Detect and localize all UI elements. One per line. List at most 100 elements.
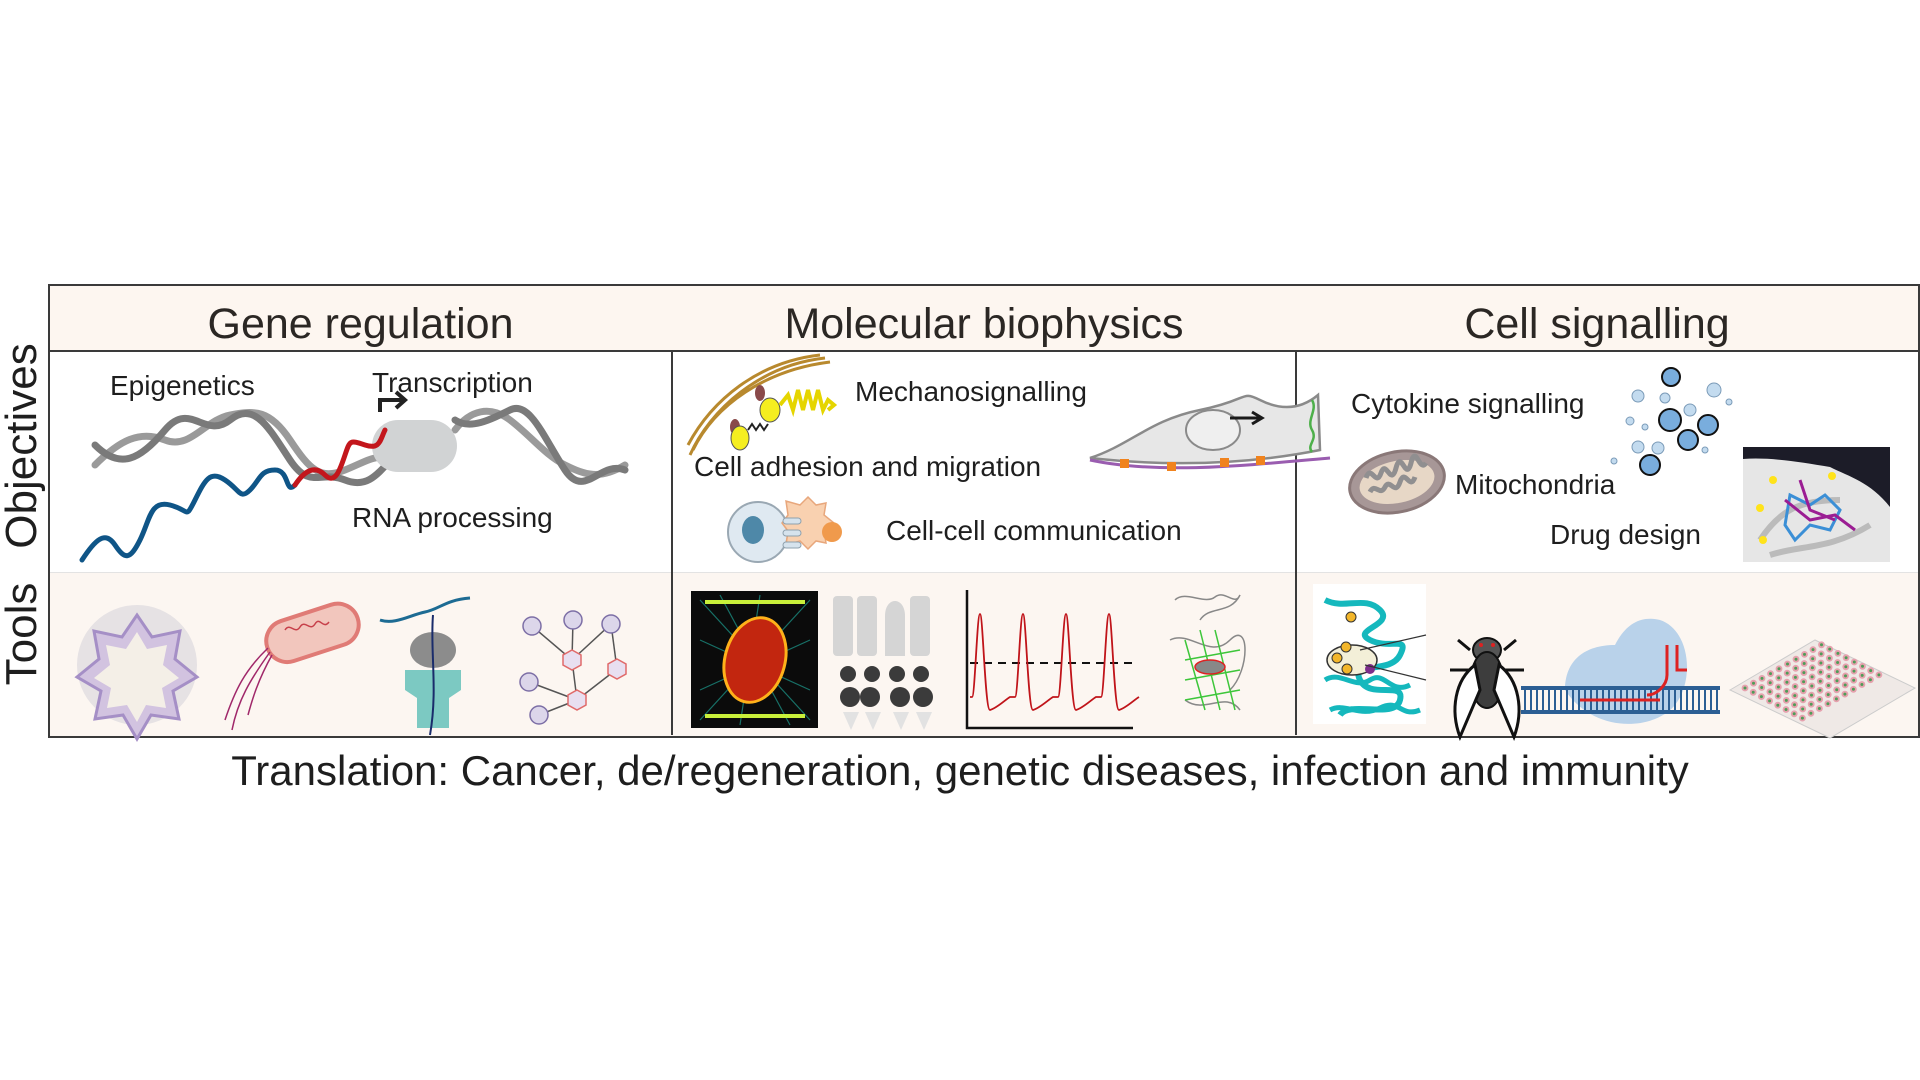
- rna-polymerase-icon: [372, 420, 457, 472]
- well-sample: [1844, 665, 1848, 669]
- drug-binding-structure-icon: [1743, 447, 1890, 562]
- well-sample: [1768, 699, 1772, 703]
- organoid-icon: [74, 605, 200, 742]
- well-sample: [1844, 674, 1847, 678]
- well-sample: [1827, 656, 1831, 660]
- well-sample: [1852, 660, 1856, 664]
- well-sample: [1802, 680, 1806, 684]
- objective-cytokine-signalling: Cytokine signalling: [1351, 388, 1585, 419]
- column-divider-2: [1295, 351, 1297, 735]
- well-sample: [1752, 681, 1755, 685]
- objective-cell-adhesion-migration: Cell adhesion and migration: [694, 451, 1042, 482]
- well-sample: [1784, 708, 1788, 711]
- bacterium-icon: [224, 601, 361, 731]
- column-title-molecular-biophysics: Molecular biophysics: [784, 300, 1184, 348]
- rna-strand-blue-icon: [79, 467, 298, 563]
- well-sample: [1785, 671, 1789, 675]
- diagram-frame: [48, 284, 1920, 738]
- well-sample: [1811, 657, 1815, 661]
- well-sample: [1785, 680, 1789, 684]
- well-sample: [1801, 698, 1805, 702]
- well-sample: [1834, 697, 1838, 701]
- column-title-cell-signalling: Cell signalling: [1464, 300, 1730, 348]
- well-sample: [1835, 679, 1839, 683]
- well-sample: [1777, 667, 1781, 671]
- well-sample: [1844, 656, 1848, 660]
- well-sample: [1861, 664, 1864, 668]
- well-sample: [1852, 669, 1856, 673]
- mitochondrion-icon: [1348, 449, 1446, 515]
- well-sample: [1828, 647, 1832, 651]
- header-band: [48, 284, 1918, 352]
- well-sample: [1810, 684, 1814, 688]
- objective-mechanosignalling: Mechanosignalling: [855, 376, 1087, 407]
- well-sample: [1826, 693, 1830, 697]
- well-sample: [1760, 686, 1764, 689]
- well-sample: [1877, 673, 1881, 677]
- well-sample: [1843, 683, 1847, 687]
- well-sample: [1794, 657, 1798, 661]
- migrating-cell-icon: [1089, 392, 1331, 471]
- well-sample: [1835, 688, 1839, 692]
- well-sample: [1851, 687, 1855, 691]
- well-sample: [1819, 652, 1823, 656]
- well-sample: [1826, 702, 1830, 706]
- well-sample: [1777, 676, 1781, 680]
- well-sample: [1776, 685, 1780, 689]
- well-sample: [1818, 688, 1822, 692]
- network-graph-icon: [519, 610, 627, 725]
- objective-epigenetics: Epigenetics: [110, 370, 255, 401]
- objective-cell-cell-communication: Cell-cell communication: [886, 515, 1182, 546]
- well-sample: [1793, 703, 1796, 707]
- well-sample: [1768, 690, 1772, 694]
- objective-rna-processing: RNA processing: [352, 502, 553, 533]
- well-sample: [1818, 697, 1822, 701]
- well-sample: [1768, 681, 1772, 685]
- well-sample: [1785, 689, 1789, 693]
- oscillation-trace-icon: [965, 590, 1140, 730]
- well-sample: [1852, 678, 1856, 682]
- well-sample: [1819, 661, 1823, 665]
- well-sample: [1819, 670, 1823, 674]
- well-sample: [1801, 707, 1805, 711]
- well-sample: [1860, 683, 1864, 686]
- well-sample: [1769, 672, 1772, 676]
- objective-mitochondria: Mitochondria: [1455, 469, 1616, 500]
- cell-cell-communication-icon: [727, 495, 842, 563]
- well-sample: [1794, 666, 1798, 670]
- protein-barrel-icon: [1169, 594, 1246, 711]
- well-sample: [1860, 673, 1864, 677]
- well-sample: [1801, 689, 1805, 693]
- rna-strand-red-icon: [292, 427, 388, 488]
- membrane-proteins-icon: [833, 596, 933, 730]
- well-sample: [1784, 698, 1788, 702]
- protein-structure-icon: [1313, 584, 1427, 724]
- well-sample: [1803, 652, 1806, 656]
- fluorescence-cell-image-icon: [691, 591, 818, 728]
- well-sample: [1759, 695, 1763, 699]
- column-title-gene-regulation: Gene regulation: [207, 300, 514, 348]
- well-sample: [1836, 661, 1840, 664]
- well-sample: [1827, 665, 1831, 669]
- well-sample: [1751, 690, 1755, 694]
- well-sample: [1818, 679, 1822, 683]
- dna-double-helix-icon: [91, 404, 629, 487]
- well-sample: [1810, 693, 1813, 697]
- well-sample: [1869, 669, 1873, 673]
- objective-drug-design: Drug design: [1550, 519, 1701, 550]
- mechanosignalling-icon: [686, 353, 838, 456]
- well-sample: [1793, 685, 1797, 688]
- fruit-fly-icon: [1450, 637, 1524, 742]
- well-sample: [1776, 703, 1780, 707]
- well-sample: [1827, 674, 1831, 678]
- well-sample: [1843, 692, 1847, 696]
- well-sample: [1786, 662, 1789, 666]
- well-plate-icon: [1728, 639, 1917, 739]
- crispr-cas-icon: [1521, 618, 1720, 724]
- well-sample: [1810, 675, 1814, 679]
